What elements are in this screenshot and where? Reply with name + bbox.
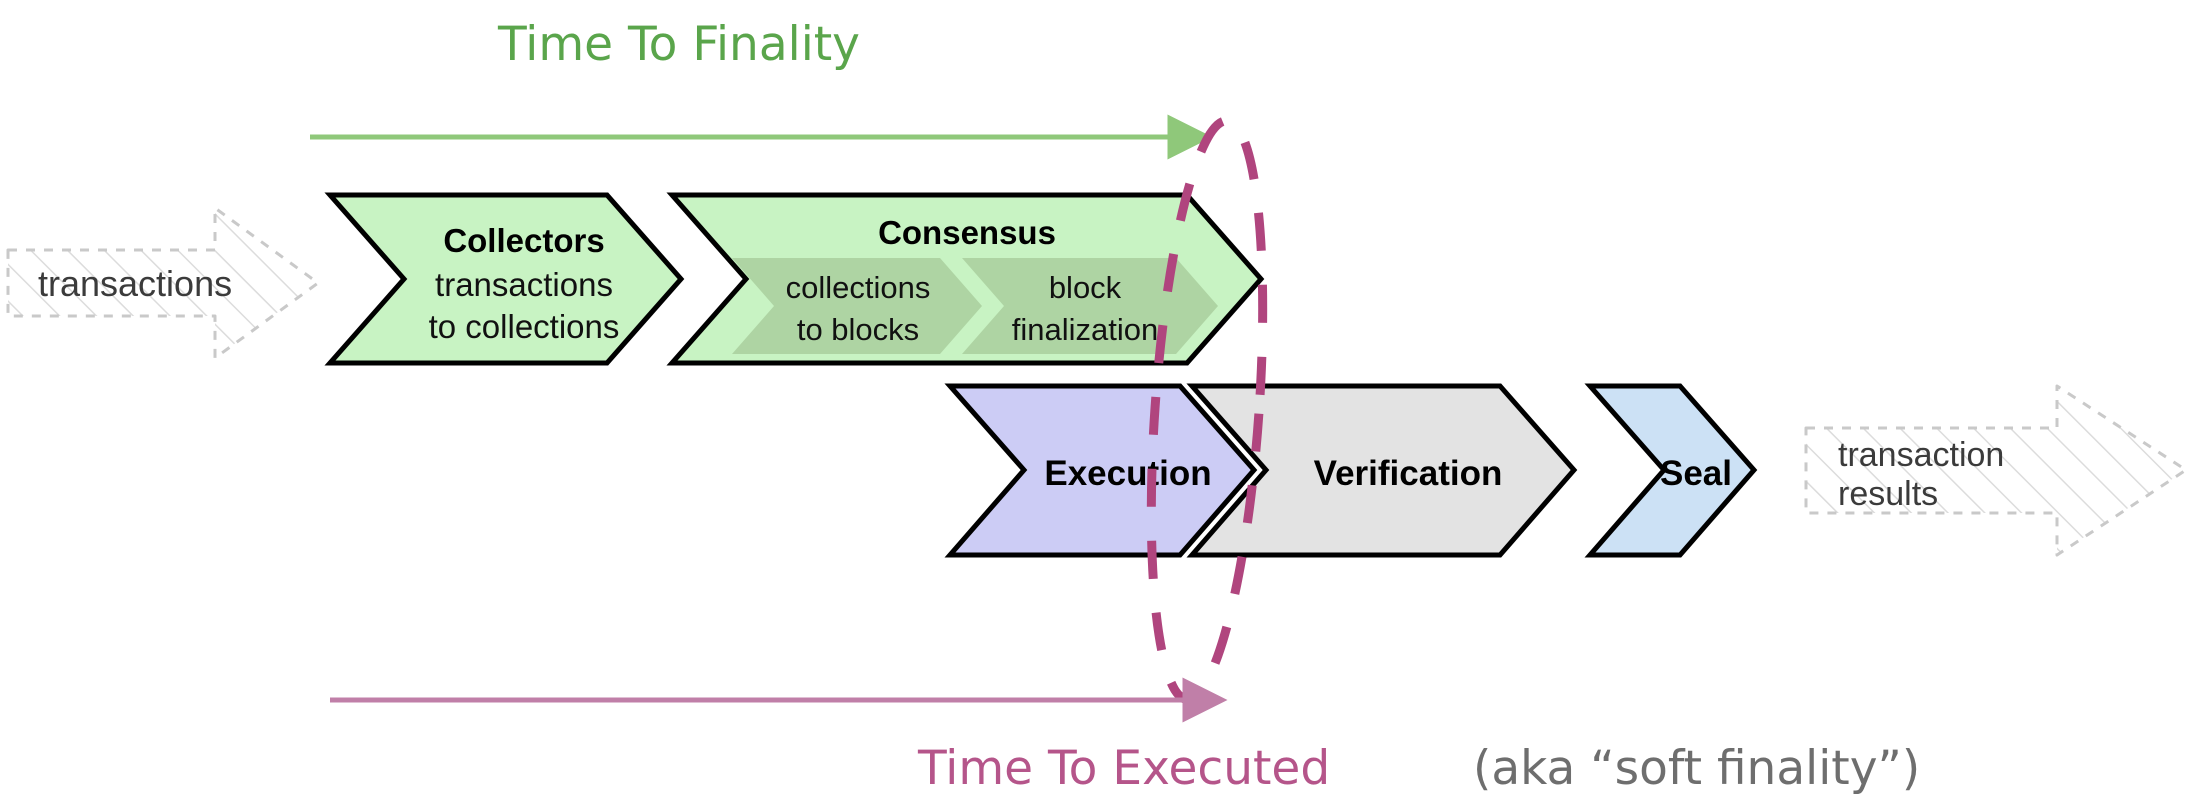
- consensus-sub-1-line-2: to blocks: [797, 312, 919, 347]
- transaction-results-output-arrow: transaction results: [1804, 384, 2188, 557]
- consensus-substage-collections-to-blocks[interactable]: collections to blocks: [732, 258, 982, 354]
- transactions-input-label: transactions: [38, 263, 232, 304]
- collectors-subline-2: to collections: [429, 308, 620, 345]
- consensus-sub-2-line-1: block: [1049, 270, 1122, 305]
- collectors-title: Collectors: [443, 222, 604, 259]
- consensus-stage[interactable]: Consensus collections to blocks block fi…: [666, 192, 1265, 366]
- verification-title: Verification: [1314, 454, 1503, 493]
- verification-stage[interactable]: Verification: [1186, 383, 1578, 558]
- collectors-subline-1: transactions: [435, 266, 613, 303]
- seal-stage[interactable]: Seal: [1584, 383, 1758, 558]
- time-to-finality-label: Time To Finality: [497, 17, 860, 72]
- consensus-sub-1-line-1: collections: [786, 270, 931, 305]
- seal-title: Seal: [1660, 454, 1732, 493]
- time-to-executed-label: Time To Executed: [917, 741, 1330, 796]
- consensus-sub-2-line-2: finalization: [1012, 312, 1158, 347]
- transaction-results-line-1: transaction: [1838, 436, 2004, 474]
- collectors-stage[interactable]: Collectors transactions to collections: [324, 192, 685, 366]
- consensus-substage-block-finalization[interactable]: block finalization: [962, 258, 1218, 354]
- transactions-input-arrow: transactions: [6, 206, 320, 360]
- transaction-results-line-2: results: [1838, 475, 1938, 513]
- soft-finality-note: (aka “soft finality”): [1473, 741, 1920, 796]
- execution-title: Execution: [1044, 454, 1211, 493]
- execution-stage[interactable]: Execution: [944, 383, 1258, 558]
- consensus-title: Consensus: [878, 214, 1056, 251]
